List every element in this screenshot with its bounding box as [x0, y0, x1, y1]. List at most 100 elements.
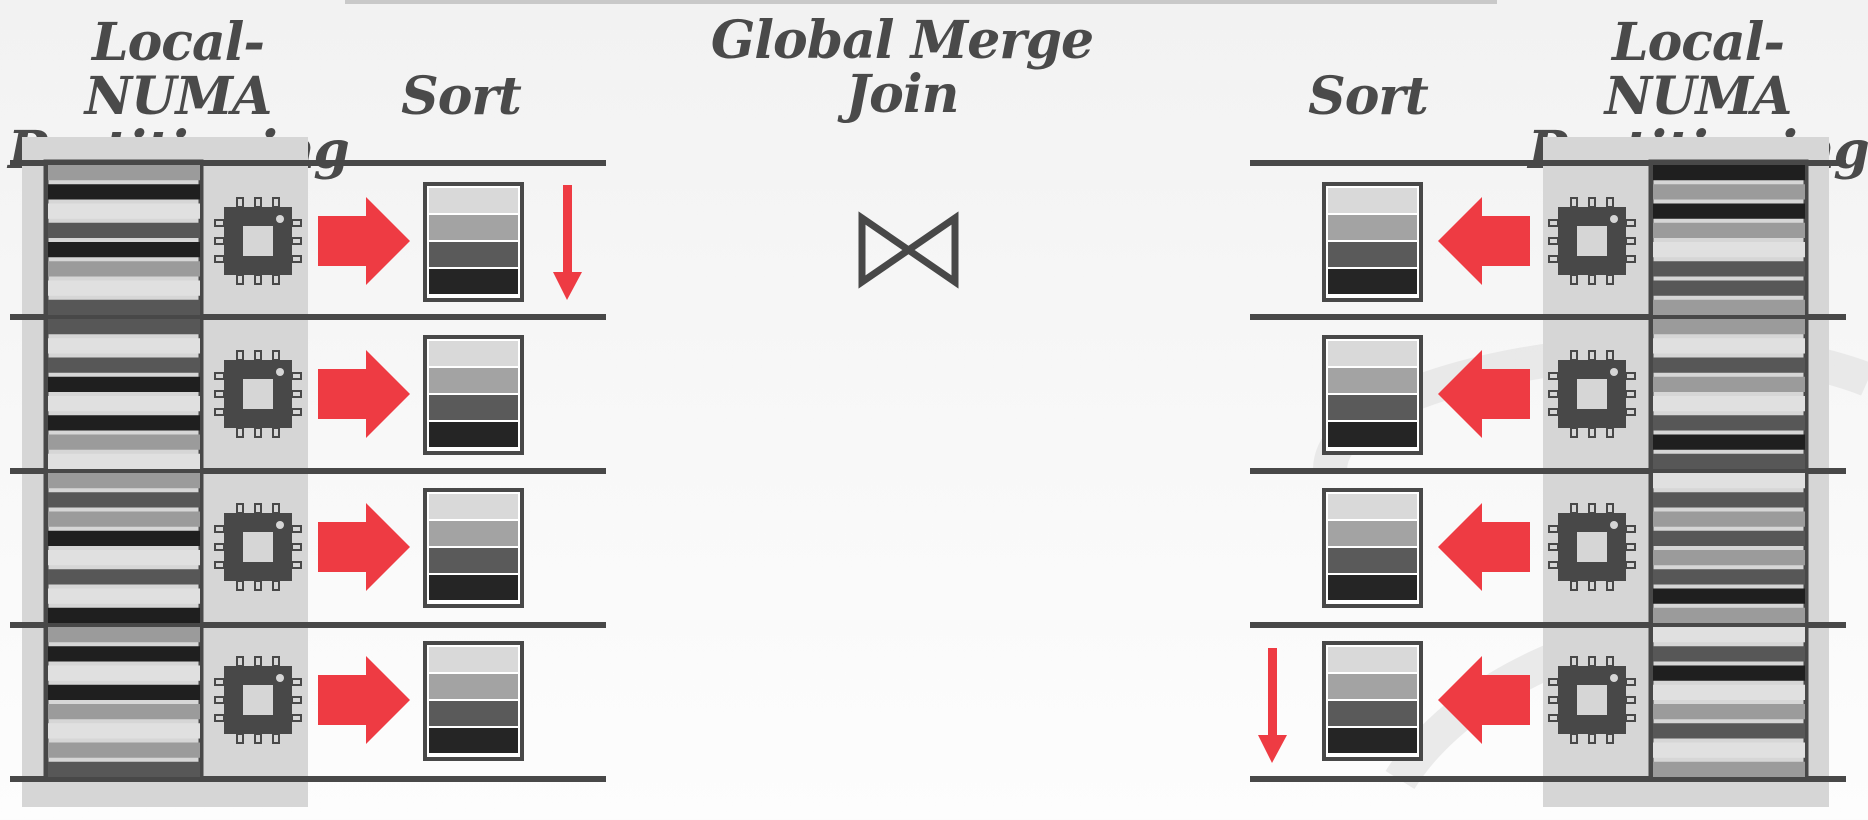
left-stripe-2-6 — [48, 588, 200, 604]
left-stripe-0-6 — [48, 280, 200, 296]
left-cpu-icon-0 — [214, 197, 302, 285]
right-stripe-1-4 — [1653, 396, 1805, 412]
left-stripe-3-3 — [48, 684, 200, 700]
right-stripe-1-7 — [1653, 453, 1805, 469]
right-run-band-2-1 — [1328, 521, 1417, 546]
left-run-band-2-0 — [429, 494, 518, 519]
left-arrow-icon-1 — [318, 350, 410, 438]
right-arrow-icon-1 — [1438, 350, 1530, 438]
right-arrow-icon-2 — [1438, 503, 1530, 591]
right-stripe-1-6 — [1653, 434, 1805, 450]
left-run-band-2-1 — [429, 521, 518, 546]
left-run-band-2-3 — [429, 575, 518, 600]
left-run-band-3-0 — [429, 647, 518, 672]
right-stripe-0-5 — [1653, 261, 1805, 277]
right-stripe-3-3 — [1653, 684, 1805, 700]
right-stripe-1-1 — [1653, 338, 1805, 354]
left-run-band-3-2 — [429, 701, 518, 726]
left-stripe-0-7 — [48, 299, 200, 315]
left-stripe-3-2 — [48, 665, 200, 681]
right-stripe-0-0 — [1653, 165, 1805, 181]
right-stripe-2-0 — [1653, 473, 1805, 489]
right-partition-stripes — [1653, 165, 1805, 777]
left-stripe-0-4 — [48, 242, 200, 258]
right-arrow-icon-0 — [1438, 197, 1530, 285]
left-run-band-3-3 — [429, 728, 518, 753]
left-cpu-icon-1 — [214, 350, 302, 438]
right-stripe-2-3 — [1653, 530, 1805, 546]
left-sort-title: Sort — [401, 66, 522, 127]
left-stripe-3-1 — [48, 646, 200, 662]
right-cpu-icon-0 — [1548, 197, 1636, 285]
right-stripe-3-1 — [1653, 646, 1805, 662]
right-stripe-0-4 — [1653, 242, 1805, 258]
right-stripe-0-1 — [1653, 184, 1805, 200]
right-cpu-icon-3 — [1548, 656, 1636, 744]
right-stripe-2-2 — [1653, 511, 1805, 527]
right-stripe-3-6 — [1653, 742, 1805, 758]
left-stripe-3-0 — [48, 627, 200, 643]
left-stripe-2-1 — [48, 492, 200, 508]
left-run-band-2-2 — [429, 548, 518, 573]
right-run-band-0-3 — [1328, 269, 1417, 294]
left-stripe-3-4 — [48, 704, 200, 720]
left-stripe-1-1 — [48, 338, 200, 354]
left-stripe-1-4 — [48, 396, 200, 412]
right-stripe-0-2 — [1653, 203, 1805, 219]
right-sorted-runs — [1322, 182, 1423, 761]
left-stripe-1-5 — [48, 415, 200, 431]
right-run-band-1-3 — [1328, 422, 1417, 447]
right-stripe-1-2 — [1653, 357, 1805, 373]
left-stripe-3-5 — [48, 723, 200, 739]
right-stripe-2-5 — [1653, 569, 1805, 585]
left-flow-arrows — [318, 197, 410, 744]
left-stripe-2-5 — [48, 569, 200, 585]
right-run-band-0-0 — [1328, 188, 1417, 213]
right-stripe-1-0 — [1653, 319, 1805, 335]
right-run-band-1-0 — [1328, 341, 1417, 366]
left-run-band-0-2 — [429, 242, 518, 267]
left-run-band-1-0 — [429, 341, 518, 366]
right-stripe-3-7 — [1653, 761, 1805, 777]
right-sort-direction-arrow — [1258, 648, 1287, 763]
right-run-band-1-2 — [1328, 395, 1417, 420]
left-cpu-icon-3 — [214, 656, 302, 744]
right-stripe-2-7 — [1653, 607, 1805, 623]
left-stripe-2-0 — [48, 473, 200, 489]
right-run-band-2-2 — [1328, 548, 1417, 573]
left-run-band-1-1 — [429, 368, 518, 393]
left-stripe-2-3 — [48, 530, 200, 546]
left-stripe-3-7 — [48, 761, 200, 777]
right-run-band-3-1 — [1328, 674, 1417, 699]
right-flow-arrows — [1438, 197, 1530, 744]
left-run-band-1-2 — [429, 395, 518, 420]
top-divider — [345, 0, 1497, 4]
right-stripe-0-7 — [1653, 299, 1805, 315]
left-run-band-0-0 — [429, 188, 518, 213]
right-run-band-3-0 — [1328, 647, 1417, 672]
right-run-band-3-3 — [1328, 728, 1417, 753]
right-cpu-icon-1 — [1548, 350, 1636, 438]
right-run-band-1-1 — [1328, 368, 1417, 393]
right-run-band-2-3 — [1328, 575, 1417, 600]
right-stripe-0-6 — [1653, 280, 1805, 296]
right-stripe-3-4 — [1653, 704, 1805, 720]
left-arrow-icon-0 — [318, 197, 410, 285]
right-stripe-3-5 — [1653, 723, 1805, 739]
join-symbol-icon: ⋈ — [858, 211, 959, 289]
left-run-band-0-1 — [429, 215, 518, 240]
left-stripe-0-2 — [48, 203, 200, 219]
left-stripe-0-5 — [48, 261, 200, 277]
right-partition-frame — [1648, 159, 1809, 781]
right-stripe-3-0 — [1653, 627, 1805, 643]
right-cpu-icon-2 — [1548, 503, 1636, 591]
left-socket-dividers — [10, 160, 606, 782]
right-stripe-1-3 — [1653, 376, 1805, 392]
left-stripe-0-0 — [48, 165, 200, 181]
left-partition-frame — [43, 159, 204, 781]
left-stripe-1-0 — [48, 319, 200, 335]
left-stripe-2-2 — [48, 511, 200, 527]
right-stripe-2-1 — [1653, 492, 1805, 508]
right-arrow-icon-3 — [1438, 656, 1530, 744]
global-merge-join-title: Global Merge Join — [710, 10, 1094, 125]
